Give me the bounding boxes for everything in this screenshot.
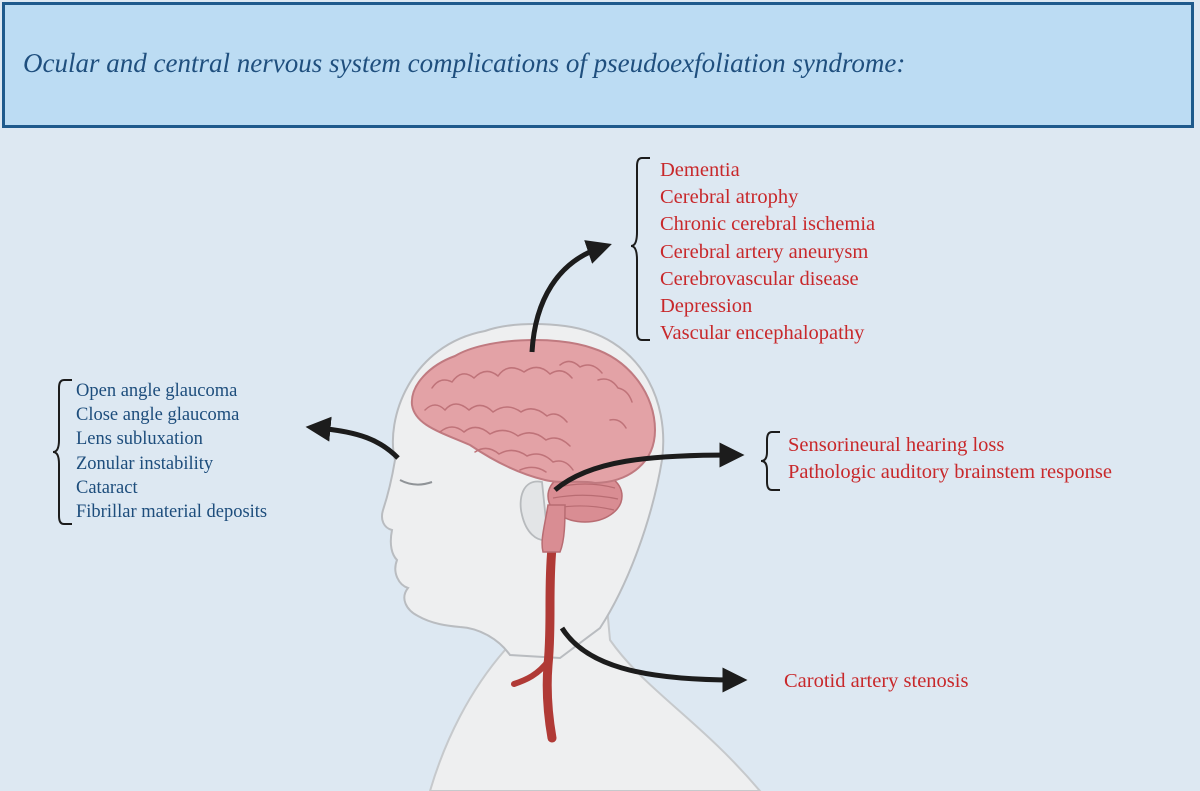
list-item: Cerebrovascular disease	[660, 267, 859, 290]
arrow-to-ocular-list	[305, 416, 400, 460]
brace-auditory	[760, 431, 780, 491]
cns-complications-list: Dementia Cerebral atrophy Chronic cerebr…	[660, 157, 875, 347]
list-item: Dementia	[660, 159, 740, 181]
brace-ocular	[52, 379, 72, 525]
list-item: Chronic cerebral ischemia	[660, 213, 876, 236]
list-item: Sensorineural hearing loss	[788, 434, 1005, 456]
list-item: Open angle glaucoma	[76, 381, 238, 401]
auditory-complications-list: Sensorineural hearing loss Pathologic au…	[788, 432, 1112, 486]
list-item: Cerebral artery aneurysm	[660, 240, 869, 263]
list-item: Vascular encephalopathy	[660, 322, 865, 345]
list-item: Zonular instability	[76, 453, 214, 474]
arrow-to-cns-list	[529, 240, 612, 353]
closed-eye	[399, 479, 433, 486]
brain	[410, 339, 657, 485]
arrow-to-auditory-list	[553, 442, 745, 492]
list-item: Depression	[660, 295, 753, 318]
carotid-complication-label: Carotid artery stenosis	[784, 670, 969, 692]
list-item: Lens subluxation	[76, 429, 203, 450]
list-item: Fibrillar material deposits	[76, 502, 268, 523]
list-item: Cataract	[76, 477, 138, 498]
list-item: Cerebral atrophy	[660, 186, 799, 209]
carotid-branch	[511, 657, 552, 687]
figure-title: Ocular and central nervous system compli…	[23, 48, 906, 78]
arrow-to-carotid	[559, 626, 748, 693]
carotid-artery	[542, 543, 557, 743]
brace-cns	[630, 157, 650, 341]
ocular-complications-list: Open angle glaucoma Close angle glaucoma…	[76, 379, 267, 524]
brain-gyri	[424, 360, 633, 473]
list-item: Close angle glaucoma	[76, 405, 240, 426]
list-item: Pathologic auditory brainstem response	[788, 461, 1112, 483]
brainstem	[541, 504, 566, 553]
title-banner: Ocular and central nervous system compli…	[2, 2, 1194, 128]
